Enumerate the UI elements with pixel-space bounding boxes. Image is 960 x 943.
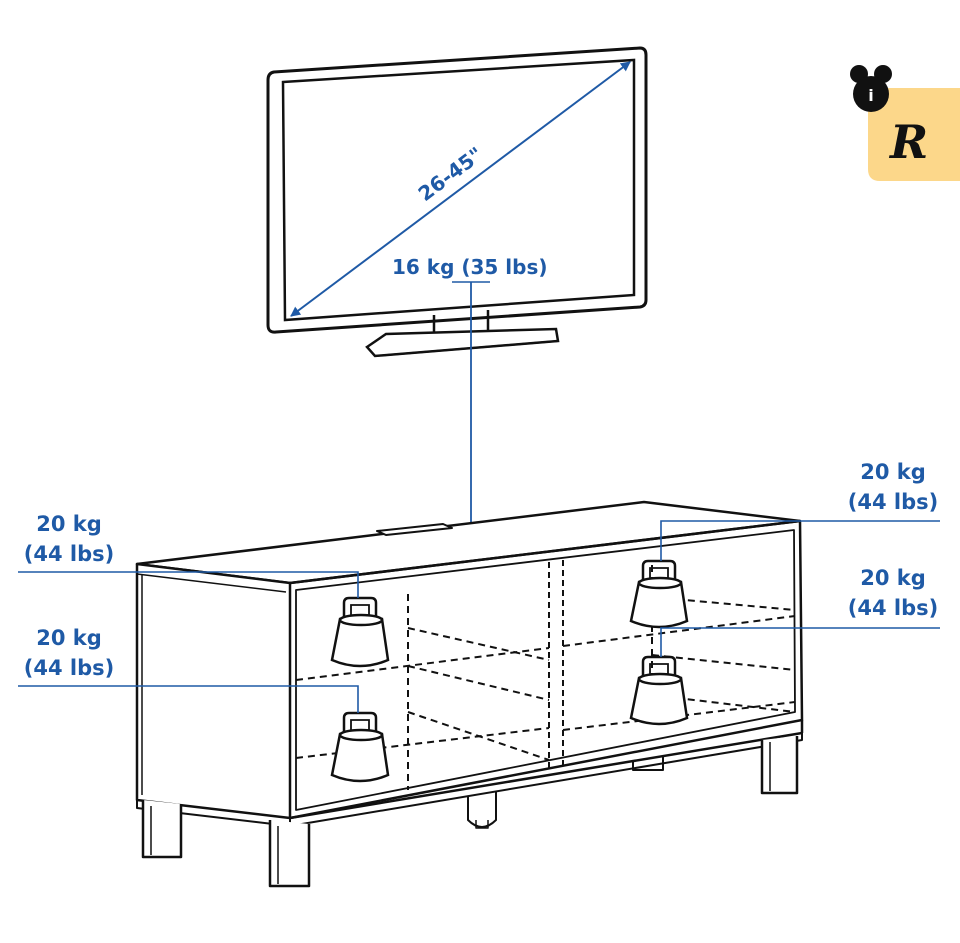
screen-size-arrow <box>290 61 631 317</box>
tv-weight-label: 16 kg (35 lbs) <box>392 255 548 279</box>
leader-bottom-right <box>660 627 940 657</box>
load-label-top-right-kg: 20 kg <box>860 460 926 484</box>
load-label-top-left-kg: 20 kg <box>36 512 102 536</box>
load-label-bottom-right-kg: 20 kg <box>860 566 926 590</box>
badge-background <box>868 88 960 181</box>
weight-bottom-right <box>629 655 689 726</box>
weight-top-left <box>330 596 390 668</box>
badge-info-glyph: i <box>868 86 873 105</box>
load-label-bottom-right-lbs: (44 lbs) <box>848 596 938 620</box>
load-label-bottom-left-lbs: (44 lbs) <box>24 656 114 680</box>
load-label-top-left-lbs: (44 lbs) <box>24 542 114 566</box>
tv-bench <box>135 500 804 888</box>
load-label-top-right-lbs: (44 lbs) <box>848 490 938 514</box>
tv <box>266 46 648 358</box>
leader-top-left <box>18 571 359 598</box>
load-label-bottom-left-kg: 20 kg <box>36 626 102 650</box>
corner-badge: R i <box>850 65 960 181</box>
weight-top-right <box>629 559 689 629</box>
leader-top-right <box>660 520 940 561</box>
leader-bottom-left <box>18 685 359 713</box>
weight-bottom-left <box>330 711 390 783</box>
bear-info-icon: i <box>850 65 892 112</box>
badge-letter: R <box>888 115 928 169</box>
